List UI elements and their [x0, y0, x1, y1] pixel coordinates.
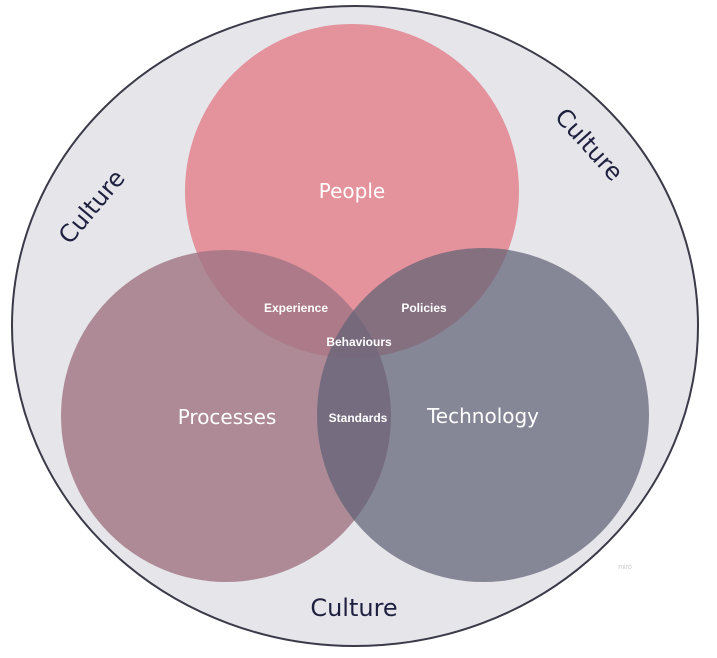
people-label: People: [319, 179, 385, 203]
overlap-experience-label: Experience: [264, 301, 328, 315]
culture-bottom-label: Culture: [310, 594, 397, 622]
overlap-policies-label: Policies: [401, 301, 447, 315]
miro-watermark: miro: [618, 564, 632, 571]
technology-circle: [317, 248, 649, 582]
technology-label: Technology: [426, 404, 539, 428]
processes-circle: [61, 250, 391, 582]
processes-label: Processes: [178, 405, 277, 429]
overlap-behaviours-label: Behaviours: [326, 335, 392, 349]
overlap-standards-label: Standards: [329, 411, 388, 425]
